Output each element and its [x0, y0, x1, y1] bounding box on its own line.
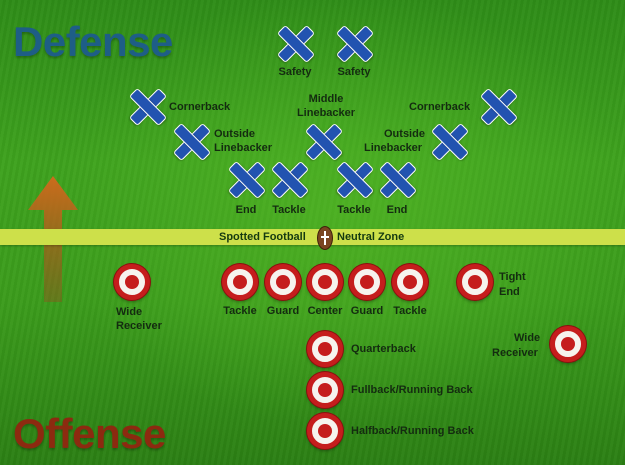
outside-linebacker-left-label-line1: Outside [214, 128, 255, 140]
defensive-end-right-label: End [386, 204, 408, 216]
fullback-label: Fullback/Running Back [351, 384, 473, 396]
outside-linebacker-left-marker [175, 125, 207, 157]
center-marker [307, 264, 343, 300]
wide-receiver-right-label-line2: Receiver [492, 347, 538, 359]
defense-title: Defense [13, 18, 173, 65]
guard-left-label: Guard [266, 305, 300, 317]
defensive-end-right-marker [381, 163, 413, 195]
center-label: Center [307, 305, 343, 317]
defensive-tackle-right-label: Tackle [337, 204, 371, 216]
defensive-tackle-right-marker [338, 163, 370, 195]
tight-end-label-line1: Tight [499, 271, 526, 283]
cornerback-left-marker [131, 90, 163, 122]
cornerback-right-label: Cornerback [409, 101, 471, 113]
defensive-end-left-marker [230, 163, 262, 195]
safety-left-label: Safety [278, 66, 312, 78]
safety-left-marker [279, 27, 311, 59]
football-icon [317, 226, 333, 250]
guard-right-marker [349, 264, 385, 300]
middle-linebacker-marker [307, 125, 339, 157]
halfback-label: Halfback/Running Back [351, 425, 474, 437]
tight-end-marker [457, 264, 493, 300]
defensive-tackle-left-label: Tackle [272, 204, 306, 216]
quarterback-label: Quarterback [351, 343, 416, 355]
offensive-tackle-left-marker [222, 264, 258, 300]
wide-receiver-right-marker [550, 326, 586, 362]
offense-title: Offense [13, 410, 166, 457]
offensive-tackle-right-marker [392, 264, 428, 300]
spotted-football-label: Spotted Football [219, 231, 306, 243]
outside-linebacker-left-label-line2: Linebacker [214, 142, 273, 154]
tight-end-label-line2: End [499, 286, 520, 298]
offensive-tackle-right-label: Tackle [393, 305, 427, 317]
wide-receiver-left-label-line2: Receiver [116, 320, 162, 332]
safety-right-marker [338, 27, 370, 59]
outside-linebacker-right-label-line2: Linebacker [364, 142, 423, 154]
quarterback-marker [307, 331, 343, 367]
guard-left-marker [265, 264, 301, 300]
neutral-zone-label: Neutral Zone [337, 231, 405, 243]
wide-receiver-right-label-line1: Wide [514, 332, 541, 344]
halfback-marker [307, 413, 343, 449]
outside-linebacker-right-marker [433, 125, 465, 157]
middle-linebacker-label-line1: Middle [308, 93, 344, 105]
guard-right-label: Guard [350, 305, 384, 317]
defensive-tackle-left-marker [273, 163, 305, 195]
offensive-tackle-left-label: Tackle [223, 305, 257, 317]
fullback-marker [307, 372, 343, 408]
wide-receiver-left-label-line1: Wide [116, 306, 143, 318]
outside-linebacker-right-label-line1: Outside [384, 128, 425, 140]
middle-linebacker-label-line2: Linebacker [296, 107, 356, 119]
wide-receiver-left-marker [114, 264, 150, 300]
neutral-zone-line [0, 229, 625, 245]
cornerback-right-marker [482, 90, 514, 122]
defensive-end-left-label: End [235, 204, 257, 216]
cornerback-left-label: Cornerback [169, 101, 231, 113]
safety-right-label: Safety [337, 66, 371, 78]
